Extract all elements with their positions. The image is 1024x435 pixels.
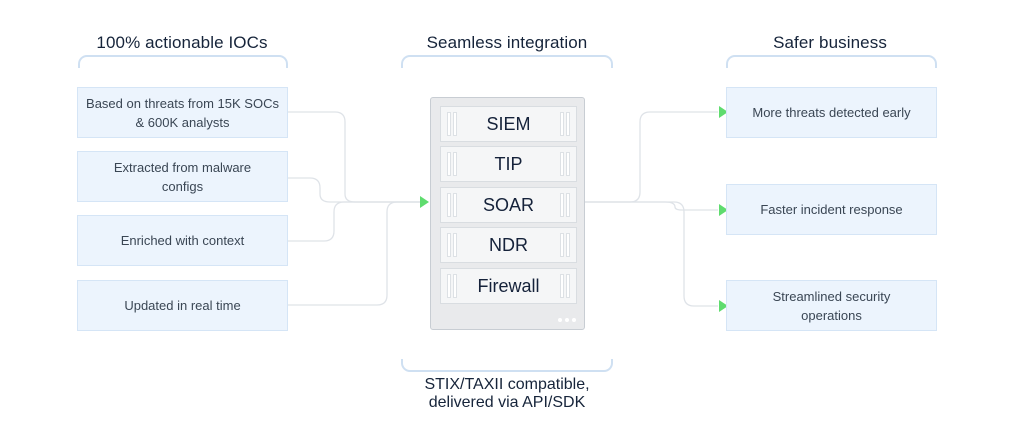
integration-rack: SIEM TIP SOAR NDR Firewall [430, 97, 585, 330]
integration-label: SOAR [482, 194, 534, 215]
arrow-outcome-3 [719, 300, 728, 312]
arrow-outcome-1 [719, 106, 728, 118]
source-card-text: Extracted from malware configs [113, 159, 252, 194]
delivery-caption: STIX/TAXII compatible, delivered via API… [424, 376, 590, 411]
right-column-title: Safer business [773, 33, 887, 52]
integration-slot-firewall: Firewall [440, 268, 577, 304]
rack-indicator-dots [558, 318, 576, 322]
connector-outcome-1 [585, 111, 718, 203]
center-title-bracket [401, 55, 613, 68]
integration-slot-siem: SIEM [440, 106, 577, 142]
integration-label: Firewall [477, 275, 540, 296]
integration-slot-tip: TIP [440, 146, 577, 182]
arrow-outcome-2 [719, 204, 728, 216]
source-card-text: Based on threats from 15K SOCs & 600K an… [86, 95, 279, 130]
source-card-malware-configs: Extracted from malware configs [77, 151, 288, 202]
source-card-threat-base: Based on threats from 15K SOCs & 600K an… [77, 87, 288, 138]
connector-source-2 [288, 177, 420, 203]
connector-source-4 [288, 201, 420, 306]
source-card-text: Enriched with context [120, 233, 245, 248]
outcome-card-text: Streamlined security operations [772, 288, 891, 323]
source-card-enriched: Enriched with context [77, 215, 288, 266]
connector-outcome-3 [585, 201, 718, 307]
left-title-bracket [78, 55, 288, 68]
bottom-bracket [401, 359, 613, 372]
connector-source-3 [288, 201, 420, 242]
outcome-card-text: More threats detected early [752, 105, 911, 120]
arrow-into-integration [420, 196, 429, 208]
integration-slot-soar: SOAR [440, 187, 577, 223]
left-column-title: 100% actionable IOCs [96, 33, 268, 52]
connector-outcome-2 [585, 201, 718, 211]
integration-label: SIEM [486, 113, 531, 134]
outcome-card-early-detection: More threats detected early [726, 87, 937, 138]
integration-label: NDR [489, 234, 528, 255]
integration-slot-ndr: NDR [440, 227, 577, 263]
right-title-bracket [726, 55, 937, 68]
center-column-title: Seamless integration [426, 33, 588, 52]
outcome-card-faster-response: Faster incident response [726, 184, 937, 235]
source-card-real-time: Updated in real time [77, 280, 288, 331]
source-card-text: Updated in real time [124, 298, 241, 313]
integration-label: TIP [494, 153, 523, 174]
outcome-card-streamlined-ops: Streamlined security operations [726, 280, 937, 331]
connector-source-1 [288, 111, 420, 203]
outcome-card-text: Faster incident response [760, 202, 903, 217]
